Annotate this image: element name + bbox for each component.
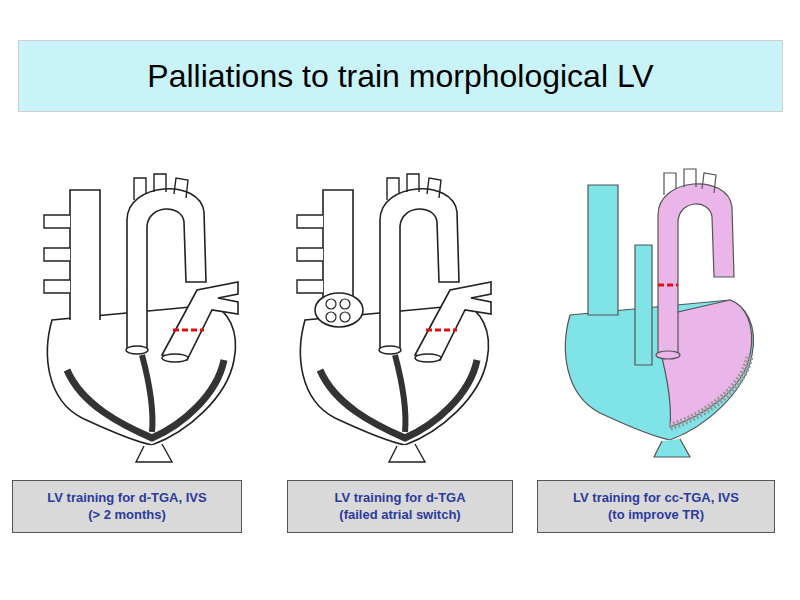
atrial-baffle bbox=[315, 293, 363, 327]
pulmonary-artery bbox=[635, 245, 652, 365]
great-artery bbox=[658, 184, 734, 355]
caption-text: LV training for d-TGA (failed atrial swi… bbox=[315, 490, 486, 523]
baffle-hole bbox=[326, 312, 336, 322]
vena-cava bbox=[588, 185, 618, 315]
baffle-hole bbox=[340, 299, 350, 309]
heart-outline bbox=[44, 174, 238, 462]
heart-cctga bbox=[565, 169, 753, 457]
valve bbox=[656, 351, 680, 359]
heart-outline bbox=[297, 174, 491, 462]
heart-atrial-switch bbox=[297, 174, 491, 462]
pa-band bbox=[658, 284, 678, 287]
baffle-hole bbox=[340, 312, 350, 322]
title-text: Palliations to train morphological LV bbox=[147, 58, 653, 95]
caption-text: LV training for d-TGA, IVS (> 2 months) bbox=[42, 490, 213, 523]
caption-box: LV training for d-TGA, IVS (> 2 months) bbox=[12, 480, 242, 533]
baffle-hole bbox=[326, 299, 336, 309]
caption-text: LV training for cc-TGA, IVS (to improve … bbox=[571, 490, 742, 523]
heart-dtga bbox=[44, 174, 238, 462]
caption-box: LV training for cc-TGA, IVS (to improve … bbox=[537, 480, 775, 533]
caption-box: LV training for d-TGA (failed atrial swi… bbox=[287, 480, 513, 533]
ivc bbox=[654, 439, 690, 457]
ventricle-wall bbox=[670, 355, 750, 427]
arch-branches bbox=[664, 169, 716, 195]
title-band: Palliations to train morphological LV bbox=[18, 40, 783, 112]
